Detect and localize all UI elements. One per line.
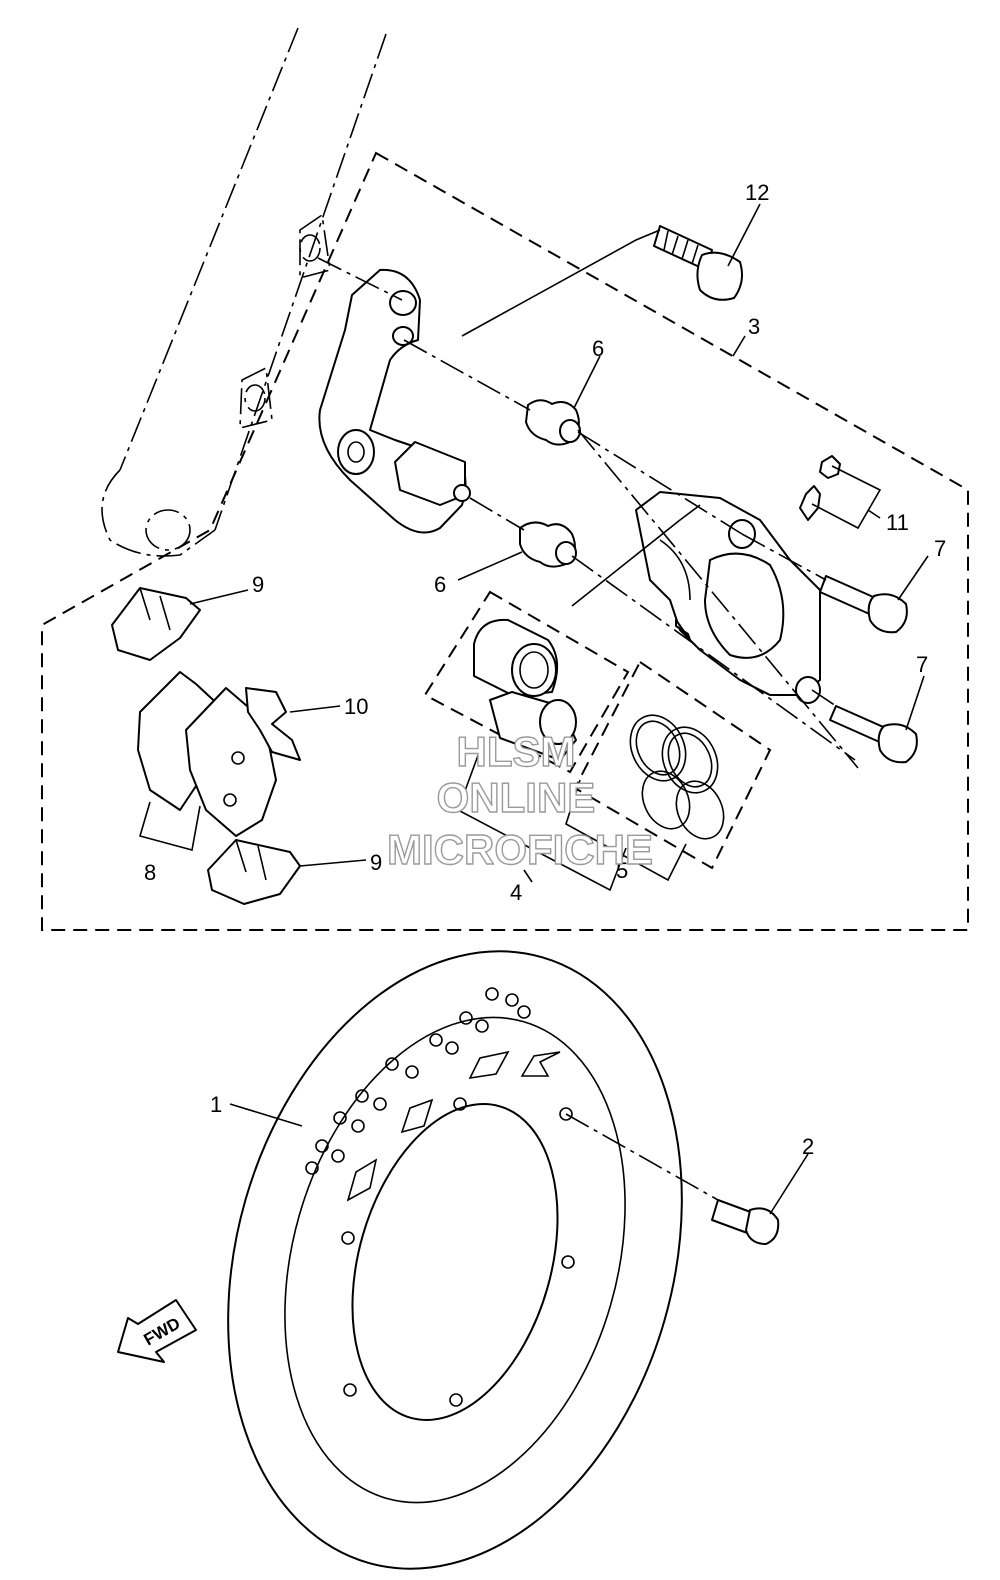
callout-12: 12 [745, 180, 769, 205]
pad-spring-10 [245, 687, 301, 761]
watermark-line-2: ONLINE [437, 774, 596, 821]
seal-group-box [573, 660, 772, 870]
caliper-assembly-boundary [41, 151, 969, 931]
seals-5 [629, 714, 725, 840]
bolt-7-lower [829, 705, 918, 764]
assembly-center-lines [317, 229, 859, 1201]
caliper-bracket [318, 268, 471, 534]
front-fork-outline [101, 27, 387, 557]
caliper-body [635, 491, 821, 704]
fwd-arrow-icon: FWD [117, 1299, 197, 1363]
callout-3: 3 [748, 314, 760, 339]
bolt-7-upper [819, 575, 908, 634]
callout-5: 5 [616, 858, 628, 883]
callout-11: 11 [886, 510, 909, 535]
callout-leaders [139, 203, 929, 1215]
boot-6-upper [525, 399, 581, 446]
callout-numbers: 12 3 6 6 11 7 7 9 10 9 8 5 4 1 2 [144, 180, 946, 1159]
callout-4: 4 [510, 880, 522, 905]
callout-1: 1 [210, 1092, 222, 1117]
brake-pads-8 [137, 671, 277, 837]
callout-7-lower: 7 [916, 652, 928, 677]
piston-4-b [489, 691, 577, 761]
pad-clip-9-lower [207, 839, 301, 905]
piston-4-a [473, 618, 559, 697]
watermark: HLSM ONLINE MICROFICHE [386, 727, 653, 873]
callout-7-upper: 7 [934, 536, 946, 561]
callout-2: 2 [802, 1134, 814, 1159]
watermark-line-1: HLSM [457, 728, 576, 775]
callout-9-lower: 9 [370, 850, 382, 875]
bolt-12 [653, 225, 743, 301]
pad-clip-9-upper [111, 587, 201, 661]
callout-8: 8 [144, 860, 156, 885]
disc-bolt-2 [711, 1199, 780, 1245]
piston-group-box [423, 590, 630, 774]
watermark-line-3: MICROFICHE [387, 826, 653, 873]
callout-9-upper: 9 [252, 572, 264, 597]
bleed-screw-11 [799, 455, 841, 521]
brake-disc-1 [227, 950, 683, 1570]
callout-6-upper: 6 [592, 336, 604, 361]
callout-6-lower: 6 [434, 572, 446, 597]
boot-6-lower [519, 521, 577, 568]
callout-10: 10 [344, 694, 368, 719]
